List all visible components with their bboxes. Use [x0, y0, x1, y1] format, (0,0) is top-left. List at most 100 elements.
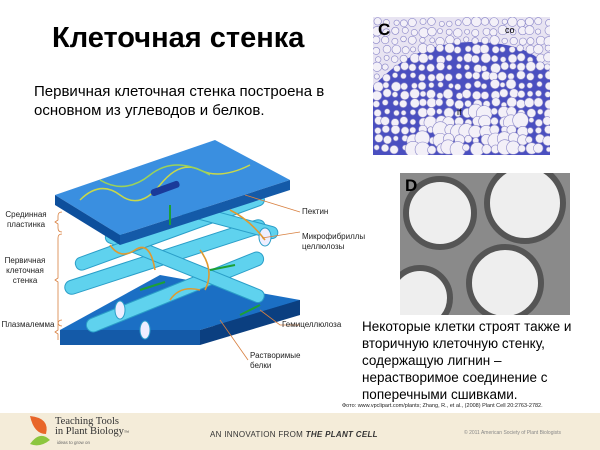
plant-cell: [442, 88, 454, 100]
plant-cell: [381, 125, 390, 134]
plant-cell: [471, 29, 480, 37]
plant-cell: [417, 81, 427, 91]
label-middle-lamella: Срединная пластинка: [5, 210, 47, 229]
plant-cell: [509, 88, 519, 99]
plant-cell: [373, 90, 383, 101]
plant-cell: [501, 37, 508, 45]
plant-cell: [392, 72, 399, 79]
plant-cell: [436, 61, 445, 71]
plant-cell: [435, 98, 444, 107]
plant-cell: [453, 46, 462, 54]
plant-cell: [545, 19, 550, 27]
plant-cell: [453, 28, 463, 38]
plant-cell: [435, 43, 445, 53]
plant-cell: [535, 127, 542, 134]
plant-cell: [507, 72, 515, 80]
plant-cell: [464, 28, 470, 35]
plant-cell: [401, 27, 409, 34]
plant-cell: [533, 97, 544, 108]
plant-cell: [544, 91, 550, 98]
copyright: © 2011 American Society of Plant Biologi…: [464, 430, 561, 436]
plant-cell: [373, 100, 380, 108]
plant-cell: [393, 109, 400, 117]
plant-cell: [509, 28, 517, 36]
plant-cell: [525, 61, 536, 72]
plant-cell: [391, 37, 399, 45]
plant-cell: [426, 107, 436, 117]
plant-cell: [418, 63, 426, 72]
plant-cell: [418, 98, 427, 107]
plant-cell: [384, 108, 391, 115]
plant-cell: [507, 53, 518, 64]
brand-name: Teaching Tools in Plant Biology™: [55, 416, 129, 439]
plant-cell: [446, 20, 453, 27]
plant-cell: [464, 100, 472, 108]
plant-cell: [444, 73, 453, 82]
micrograph-c-co: co: [505, 25, 515, 35]
plant-cell: [479, 44, 490, 54]
micrograph-c-letter: C: [378, 20, 391, 39]
plant-cell: [399, 54, 408, 63]
plant-cell: [373, 47, 381, 55]
plant-cell: [464, 82, 472, 90]
footer-bar: [0, 413, 600, 450]
plant-cell: [490, 62, 501, 74]
plant-cell: [409, 53, 420, 64]
plant-cell: [544, 81, 550, 91]
plant-cell: [399, 99, 408, 108]
plant-cell: [535, 28, 542, 35]
plant-cell: [436, 108, 443, 115]
plant-cell: [516, 52, 526, 62]
micrograph-d-letter: D: [405, 176, 418, 195]
plant-cell: [507, 17, 518, 27]
plant-cell: [380, 143, 390, 153]
plant-cell: [382, 73, 391, 82]
plant-cell: [462, 143, 470, 152]
plant-cell: [418, 53, 429, 64]
plant-cell: [393, 19, 400, 26]
plant-cell: [381, 36, 390, 45]
plant-cell: [472, 71, 481, 80]
plant-cell: [472, 90, 482, 101]
plant-cell: [400, 82, 408, 91]
plant-cell: [409, 88, 420, 99]
plant-cell: [381, 63, 389, 71]
plant-cell: [518, 37, 527, 46]
plant-cell: [407, 18, 417, 27]
plant-cell: [409, 126, 417, 134]
plant-cell: [544, 125, 550, 135]
label-plasmalemma: Плазмалемма: [1, 320, 55, 329]
plant-cell: [419, 37, 426, 44]
plant-cell: [512, 112, 529, 129]
brand-line-1: Teaching Tools: [55, 416, 119, 427]
plant-cell: [382, 19, 390, 26]
plant-cell: [445, 35, 455, 45]
plant-cell: [463, 36, 470, 43]
plant-cell: [508, 46, 516, 53]
plant-cell: [489, 79, 500, 89]
plant-cell: [389, 145, 399, 155]
plant-cell: [516, 99, 526, 109]
plant-cell: [400, 61, 409, 71]
plant-cell: [516, 18, 526, 28]
label-hemicellulose: Гемицеллюлоза: [282, 320, 342, 329]
plant-cell: [497, 25, 508, 36]
plant-cell: [518, 82, 526, 90]
plant-cell: [445, 98, 455, 107]
plant-cell: [444, 42, 455, 54]
plant-cell: [463, 53, 473, 63]
photo-credit: Фото: www.vpclipart.com/plants; Zhang, R…: [342, 403, 543, 409]
plant-cell: [491, 45, 500, 54]
plant-cell: [400, 19, 408, 28]
innovation-source: THE PLANT CELL: [305, 430, 378, 439]
plant-cell: [448, 83, 454, 89]
hemicellulose-strands: [139, 205, 261, 316]
plant-cell: [501, 18, 508, 25]
plant-cell: [524, 97, 535, 108]
bracket-lines: [54, 194, 301, 361]
plant-cell: [536, 81, 543, 88]
plant-cell: [526, 37, 535, 45]
plant-cell: [381, 99, 389, 106]
plant-cell: [382, 81, 390, 89]
plant-cell: [418, 73, 426, 82]
